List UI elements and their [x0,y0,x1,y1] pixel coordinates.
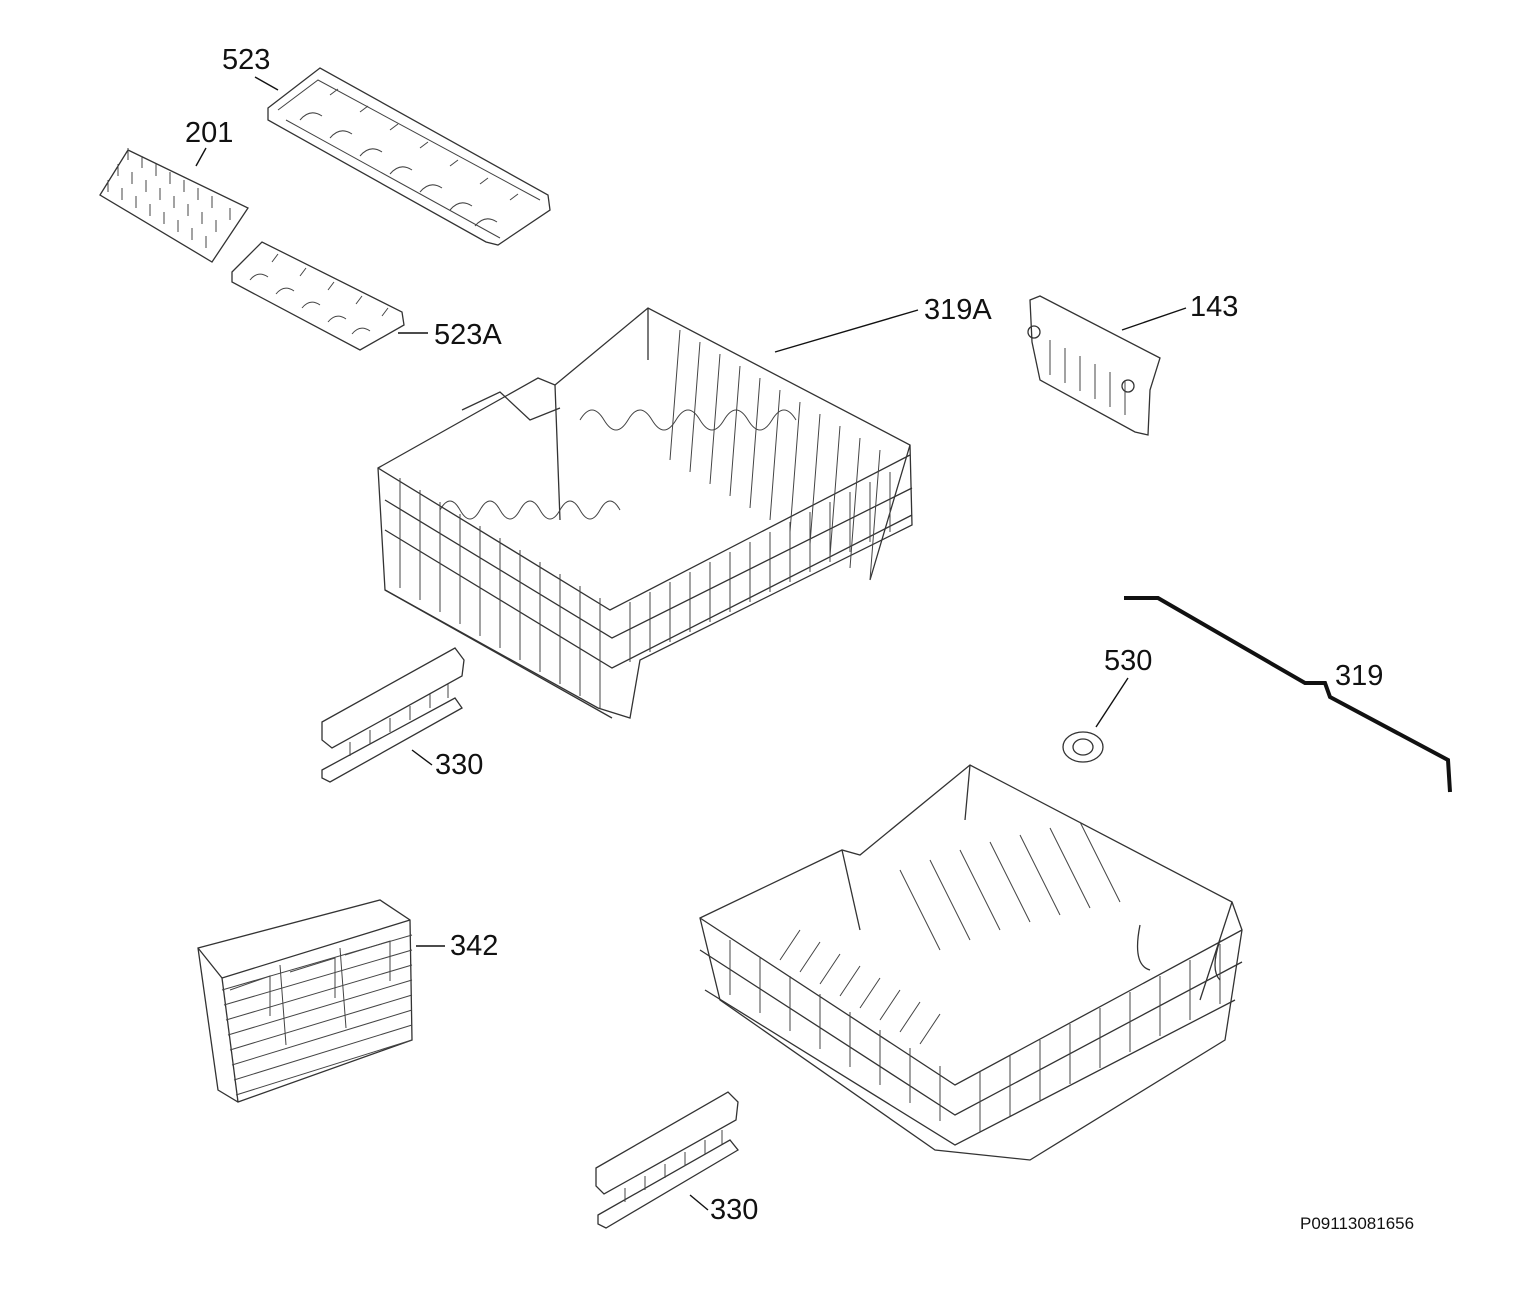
leader-523 [254,76,279,91]
leader-lines [195,76,1187,1211]
cutlery-basket-342 [197,899,413,1103]
callout-523: 523 [222,44,271,76]
callout-330-upper: 330 [435,749,484,781]
leader-143 [1121,307,1187,331]
tine-row-523 [267,67,551,246]
callout-143: 143 [1190,291,1239,323]
leader-330-lower [689,1194,709,1211]
leader-201 [195,147,207,167]
rail-319 [1124,596,1452,793]
callout-201: 201 [185,117,234,149]
wheel-530 [1062,731,1104,763]
callout-330-lower: 330 [710,1194,759,1226]
leader-319A [774,309,919,353]
callout-319A: 319A [924,294,992,326]
spike-rack-201 [99,148,249,263]
leader-330-upper [411,749,433,766]
leader-530 [1095,677,1129,728]
drawing-code: P09113081656 [1300,1214,1415,1233]
tine-clip-330-upper [321,647,465,783]
tine-row-523A [231,241,405,351]
lower-basket-319 [699,764,1243,1161]
callout-530: 530 [1104,645,1153,677]
upper-basket-319A [377,307,913,719]
rail-bracket-143 [1027,295,1161,436]
callout-342: 342 [450,930,499,962]
callout-319: 319 [1335,660,1384,692]
tine-clip-330-lower [595,1091,739,1229]
callout-523A: 523A [434,319,502,351]
